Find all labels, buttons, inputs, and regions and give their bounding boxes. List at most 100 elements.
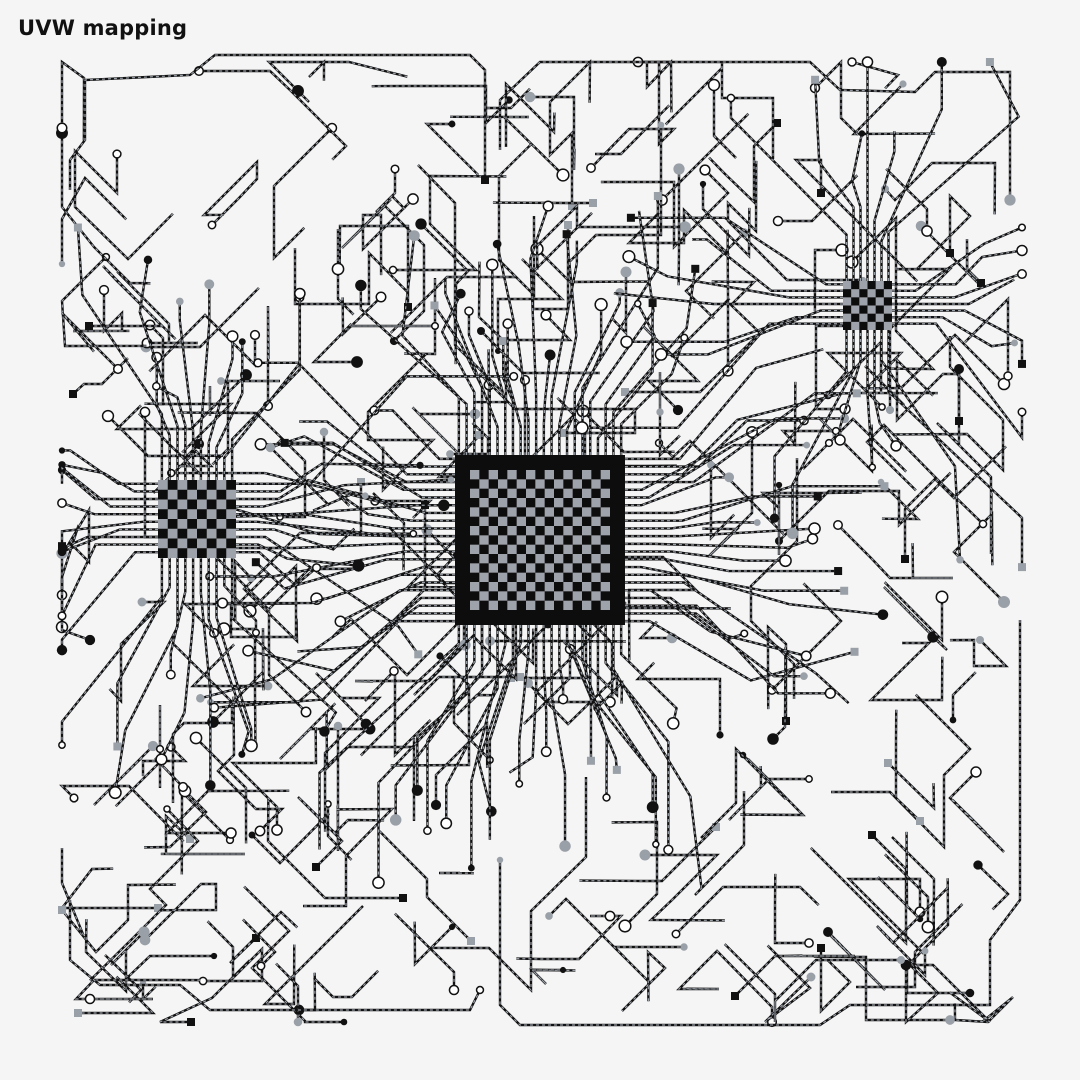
pad xyxy=(312,863,320,871)
trace-highlight xyxy=(949,771,1005,853)
trace xyxy=(548,59,592,206)
trace-highlight xyxy=(159,959,251,1023)
pad xyxy=(772,215,784,227)
trace xyxy=(625,417,845,491)
pad xyxy=(486,806,497,817)
trace xyxy=(589,625,658,845)
pad xyxy=(360,718,372,730)
trace-highlight xyxy=(724,943,901,1022)
main-chip-checker-cell xyxy=(572,591,582,601)
trace-highlight xyxy=(645,854,725,922)
trace-highlight xyxy=(325,711,415,821)
main-chip-checker-cell xyxy=(582,582,592,592)
pad xyxy=(399,894,407,902)
trace xyxy=(676,949,774,1022)
trace-highlight xyxy=(887,327,1023,568)
main-chip-checker-cell xyxy=(572,498,582,508)
main-chip-checker-cell xyxy=(535,498,545,508)
pad xyxy=(897,956,905,964)
trace-highlight xyxy=(236,521,414,535)
trace-highlight xyxy=(581,323,843,429)
pad xyxy=(175,297,184,306)
main-chip-checker-cell xyxy=(544,600,554,610)
trace xyxy=(393,174,507,272)
trace-highlight xyxy=(625,495,818,514)
trace xyxy=(625,537,814,550)
trace-highlight xyxy=(625,620,855,682)
pad xyxy=(800,672,808,681)
trace-highlight xyxy=(621,950,666,1012)
pad xyxy=(476,326,486,336)
trace-highlight xyxy=(360,285,468,455)
main-chip-checker-cell xyxy=(554,591,564,601)
main-chip-checker-cell xyxy=(544,582,554,592)
main-chip-checker-cell xyxy=(563,544,573,554)
trace-highlight xyxy=(548,898,625,958)
pad xyxy=(965,988,975,998)
pad xyxy=(699,164,711,176)
trace-highlight xyxy=(625,444,807,499)
left-chip-checker-cell xyxy=(206,489,217,500)
trace-highlight xyxy=(378,830,472,942)
trace-highlight xyxy=(876,887,949,977)
main-chip-checker-cell xyxy=(488,544,498,554)
main-chip-checker-cell xyxy=(470,563,480,573)
pad xyxy=(244,738,258,753)
main-chip-checker-cell xyxy=(498,554,508,564)
trace-highlight xyxy=(891,836,935,946)
trace-highlight xyxy=(597,303,654,455)
pad xyxy=(540,309,552,321)
left-chip-checker-cell xyxy=(197,538,207,549)
main-chip-checker-cell xyxy=(498,498,508,508)
trace-highlight xyxy=(658,440,785,535)
trace-highlight xyxy=(157,403,233,453)
pad xyxy=(447,476,455,484)
trace-highlight xyxy=(69,900,481,1011)
trace-highlight xyxy=(496,243,530,455)
pad xyxy=(165,669,176,680)
main-chip-checker-cell xyxy=(600,600,610,610)
main-chip-checker-cell xyxy=(582,526,592,536)
trace xyxy=(375,169,406,213)
trace-highlight xyxy=(638,60,673,113)
main-chip-checker-cell xyxy=(591,572,601,582)
main-chip-checker-cell xyxy=(600,563,610,573)
trace-highlight xyxy=(605,625,669,850)
trace xyxy=(846,877,925,955)
left-chip-checker-cell xyxy=(167,509,178,519)
trace-highlight xyxy=(61,177,127,264)
pad xyxy=(331,262,345,276)
pad xyxy=(852,389,861,398)
trace xyxy=(791,327,855,534)
trace-highlight xyxy=(625,581,850,704)
left-chip-checker-cell xyxy=(216,480,227,490)
trace-highlight xyxy=(569,125,662,262)
trace-highlight xyxy=(470,625,506,869)
trace-highlight xyxy=(589,210,655,455)
trace-highlight xyxy=(251,812,330,864)
pad xyxy=(205,780,216,791)
trace-highlight xyxy=(74,149,174,260)
trace-highlight xyxy=(236,543,359,567)
trace-highlight xyxy=(297,605,455,653)
right-chip-checker-cell xyxy=(859,297,868,306)
pad xyxy=(372,876,385,890)
trace-highlight xyxy=(284,442,455,499)
trace-highlight xyxy=(61,469,158,500)
pad xyxy=(654,347,668,361)
trace-highlight xyxy=(486,88,531,109)
left-chip-checker-cell xyxy=(226,489,236,500)
pad xyxy=(430,799,442,811)
trace xyxy=(504,81,556,147)
trace-highlight xyxy=(139,259,179,480)
pad xyxy=(1003,371,1013,381)
main-chip-checker-cell xyxy=(535,554,545,564)
pad xyxy=(253,358,263,368)
pad xyxy=(217,377,225,385)
trace-highlight xyxy=(771,582,842,691)
pad xyxy=(389,336,399,346)
pad xyxy=(246,573,256,583)
left-chip-checker-cell xyxy=(197,519,207,529)
trace xyxy=(873,131,896,281)
trace xyxy=(72,357,129,395)
